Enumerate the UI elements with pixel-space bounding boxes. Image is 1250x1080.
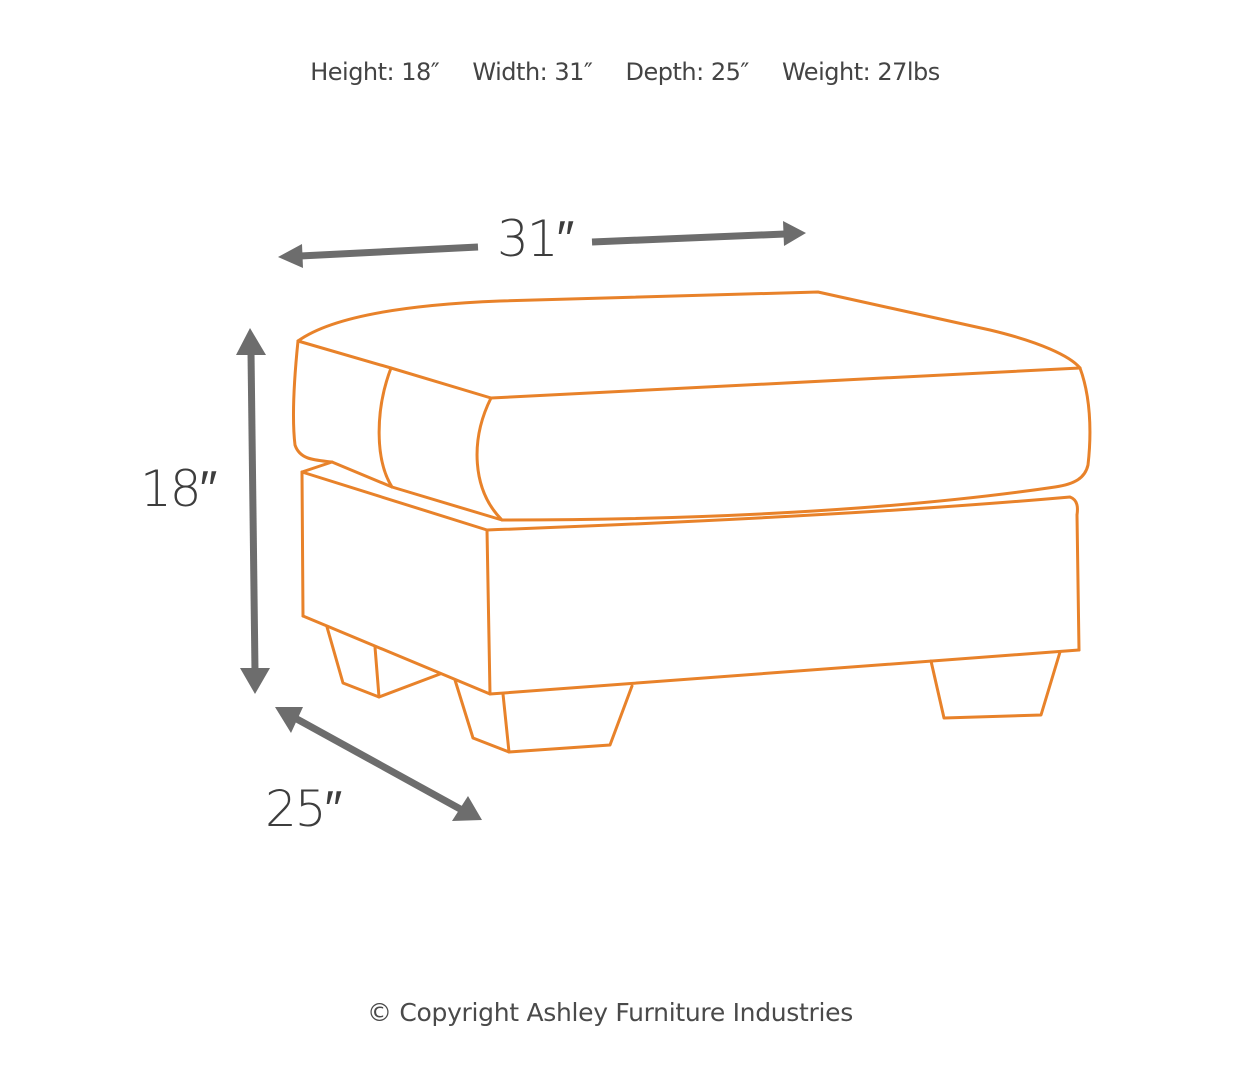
- spec-height: Height: 18″: [310, 58, 440, 86]
- depth-dimension-label: 25″: [265, 780, 342, 838]
- width-arrow-icon: [278, 221, 806, 268]
- ottoman-outline: [292, 290, 1092, 754]
- spec-weight: Weight: 27lbs: [781, 58, 940, 86]
- height-dimension-label: 18″: [140, 460, 217, 518]
- dimension-specs: Height: 18″ Width: 31″ Depth: 25″ Weight…: [0, 58, 1250, 86]
- height-arrow-icon: [236, 328, 270, 694]
- spec-width: Width: 31″: [472, 58, 593, 86]
- width-dimension-label: 31″: [497, 210, 574, 268]
- spec-depth: Depth: 25″: [625, 58, 750, 86]
- depth-arrow-icon: [275, 707, 482, 821]
- copyright-footer: © Copyright Ashley Furniture Industries: [367, 998, 853, 1027]
